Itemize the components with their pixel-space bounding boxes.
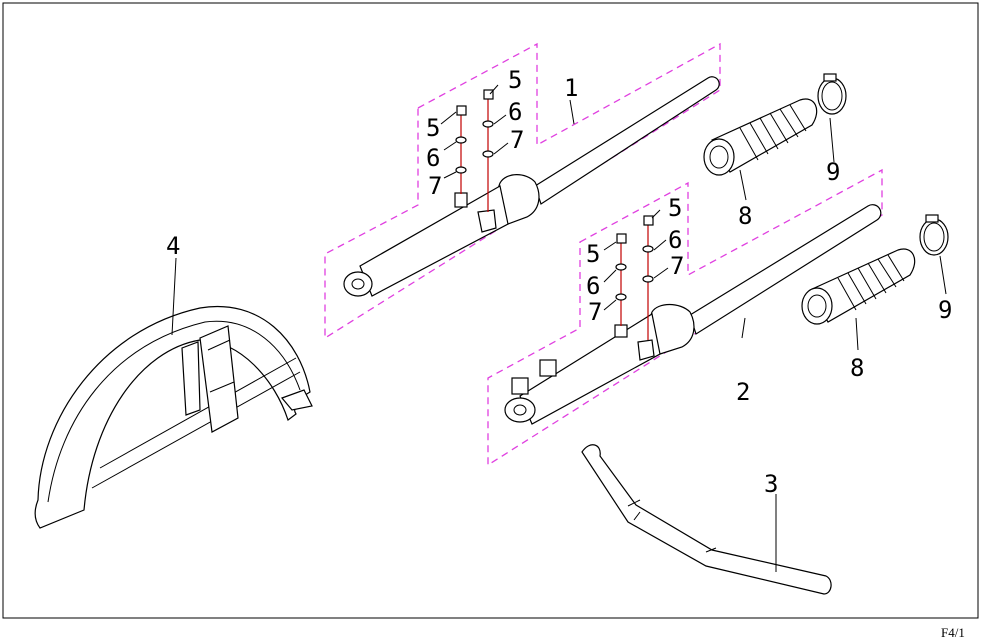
page-code: F4/1 — [941, 625, 965, 640]
callout-bolt: 5 — [508, 66, 522, 94]
group-outline-fork-2 — [487, 168, 883, 467]
callout-washer: 6 — [586, 272, 600, 300]
callout-fork-gaiter: 8 — [850, 354, 864, 382]
fork-tube-2 — [504, 204, 882, 425]
callout-fork-tube-1: 1 — [564, 74, 578, 102]
callout-handlebar: 3 — [764, 470, 778, 498]
callout-spring-washer: 7 — [428, 172, 442, 200]
hose-clamp-1 — [817, 73, 847, 115]
fork-tube-1 — [343, 76, 720, 297]
callout-washer: 6 — [426, 144, 440, 172]
fork-gaiter-1 — [703, 98, 818, 176]
handlebar — [581, 444, 832, 595]
diagram-frame — [2, 2, 979, 619]
callout-spring-washer: 7 — [670, 252, 684, 280]
callout-bolt: 5 — [426, 114, 440, 142]
callout-spring-washer: 7 — [588, 298, 602, 326]
front-fender — [34, 306, 313, 529]
callout-washer: 6 — [668, 226, 682, 254]
callout-bolt: 5 — [668, 194, 682, 222]
callout-fork-gaiter: 8 — [738, 202, 752, 230]
callout-spring-washer: 7 — [510, 126, 524, 154]
callout-washer: 6 — [508, 98, 522, 126]
callout-hose-clamp: 9 — [938, 296, 952, 324]
callout-bolt: 5 — [586, 240, 600, 268]
group-outline-fork-1 — [324, 42, 721, 340]
leader-lines — [171, 84, 947, 572]
hose-clamp-2 — [919, 214, 949, 256]
callout-front-fender: 4 — [166, 232, 180, 260]
callout-hose-clamp: 9 — [826, 158, 840, 186]
fork-gaiter-2 — [801, 248, 916, 325]
fork-1-bolts — [455, 89, 494, 212]
callout-fork-tube-2: 2 — [736, 378, 750, 406]
fork-2-bolts — [615, 215, 654, 340]
